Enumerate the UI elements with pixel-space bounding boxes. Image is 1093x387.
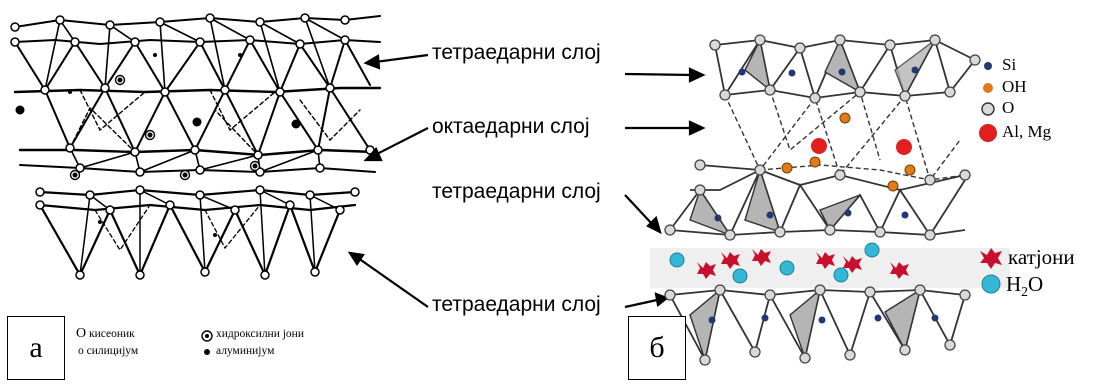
water-h: H	[1006, 272, 1022, 296]
panel-b-drawing	[650, 34, 1010, 366]
water-sub: 2	[1021, 284, 1028, 300]
oxygen-symbol: O	[76, 326, 87, 341]
panel-a-marker: а	[7, 316, 65, 380]
label-tetrahedral-2: тетраедарни слој	[432, 180, 601, 203]
panel-a-hydroxyls	[69, 74, 261, 181]
panel-b-marker: б	[628, 316, 686, 380]
legend-b-symbols	[979, 62, 1002, 294]
panel-a-aluminum	[15, 53, 301, 237]
panel-a-atoms	[10, 13, 375, 280]
panel-b-letter: б	[649, 331, 665, 364]
label-tetrahedral-3: тетраедарни слој	[432, 293, 601, 316]
panel-a-letter: а	[29, 331, 43, 364]
legend-b-cations: катјони	[1008, 245, 1075, 269]
legend-a-aluminum: алуминијум	[216, 345, 275, 357]
label-octahedral: октаедарни слој	[432, 115, 590, 138]
water-o: O	[1028, 272, 1044, 296]
legend-b-water: H2O	[1006, 272, 1043, 300]
legend-b-al-mg: Al, Mg	[1002, 122, 1052, 141]
label-tetrahedral-1: тетраедарни слој	[432, 41, 601, 64]
cation-stars	[697, 249, 909, 279]
legend-b-o: O	[1002, 98, 1015, 117]
legend-b-oh: OH	[1002, 77, 1027, 96]
legend-a-symbols	[201, 330, 213, 355]
arrows	[347, 53, 706, 309]
legend-b-si: Si	[1002, 55, 1017, 74]
legend-a-hydroxyl: хидроксилни јони	[216, 328, 304, 340]
legend-a-silicon: о силицијум	[78, 345, 139, 357]
legend-a-oxygen: O кисеоник	[76, 326, 135, 342]
oxygen-label: кисеоник	[89, 328, 135, 340]
